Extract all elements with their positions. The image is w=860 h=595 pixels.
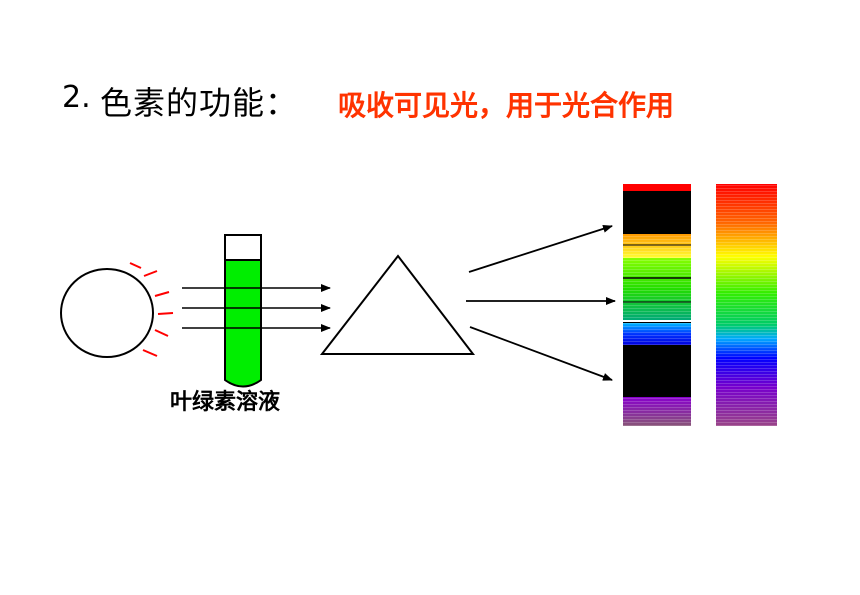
test-tube: [224, 234, 262, 388]
section-answer: 吸收可见光，用于光合作用: [338, 89, 675, 122]
section-title: 色素的功能：: [100, 84, 299, 122]
absorption-spectrum: [623, 184, 691, 426]
section-number: 2.: [62, 80, 91, 115]
light-beams: [182, 284, 331, 332]
continuous-spectrum: [716, 184, 777, 426]
red-band: [623, 184, 691, 191]
light-rays: [129, 262, 174, 357]
prism: [319, 254, 476, 355]
chlorophyll-solution: [224, 259, 262, 388]
dispersed-rays: [466, 224, 616, 381]
light-source-circle: [60, 268, 154, 358]
chlorophyll-solution-label: 叶绿素溶液: [170, 390, 281, 415]
